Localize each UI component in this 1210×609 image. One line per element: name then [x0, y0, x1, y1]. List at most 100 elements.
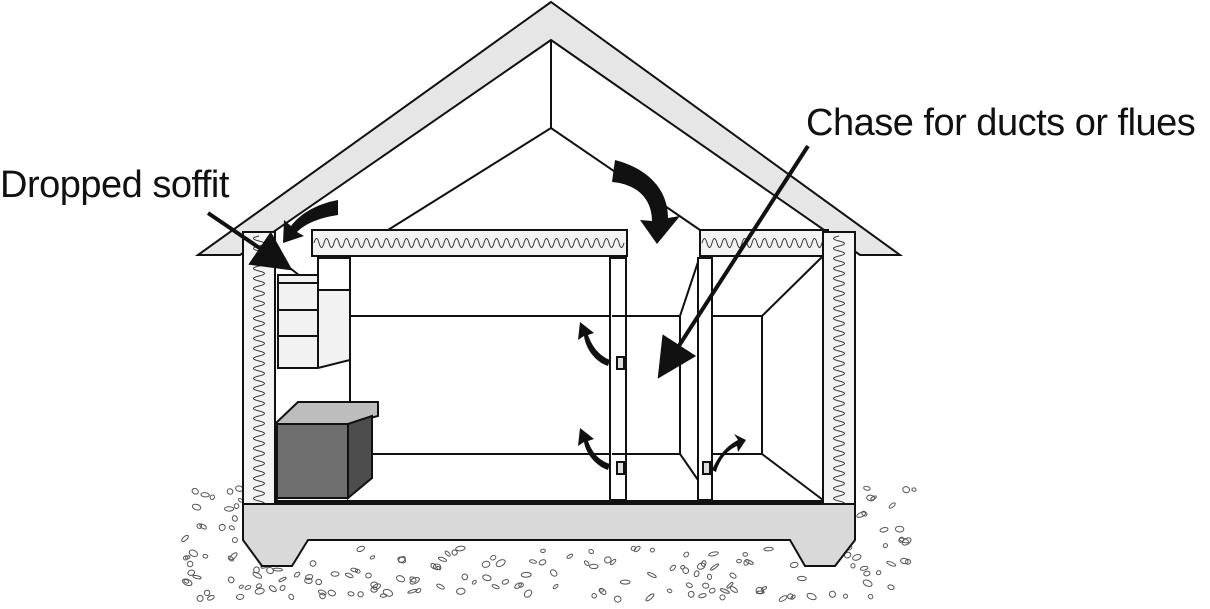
gravel-stone	[228, 525, 235, 531]
gravel-stone	[902, 486, 911, 494]
gravel-stone	[501, 579, 510, 585]
gravel-stone	[227, 555, 235, 562]
gravel-stone	[231, 515, 238, 522]
gravel-stone	[867, 593, 874, 600]
gravel-stone	[455, 545, 466, 552]
gravel-stone	[395, 575, 406, 583]
gravel-stone	[288, 593, 295, 600]
gravel-stone	[700, 560, 707, 567]
gravel-stone	[514, 582, 522, 589]
gravel-stone	[369, 555, 376, 560]
gravel-stone	[894, 525, 905, 533]
gravel-stone	[588, 548, 595, 555]
gravel-stone	[202, 553, 209, 559]
gravel-stone	[436, 583, 445, 590]
gravel-stone	[669, 564, 677, 572]
chase-label: Chase for ducts or flues	[806, 102, 1196, 144]
gravel-stone	[599, 588, 607, 595]
gravel-stone	[317, 589, 327, 596]
gravel-stone	[327, 589, 337, 597]
gravel-stone	[181, 534, 189, 543]
gravel-stone	[797, 575, 807, 582]
gravel-stone	[863, 485, 871, 491]
gravel-stone	[778, 595, 788, 602]
gravel-stone	[481, 560, 491, 568]
gravel-stone	[633, 545, 641, 553]
gravel-stone	[609, 558, 617, 566]
gravel-stone	[203, 589, 211, 597]
gravel-stone	[309, 560, 317, 567]
gravel-stone	[254, 587, 265, 595]
gravel-stone	[850, 563, 856, 569]
gravel-stone	[229, 552, 238, 561]
exterior-walls	[242, 231, 856, 507]
gravel-stone	[188, 549, 199, 558]
gravel-stone	[227, 576, 235, 584]
gravel-stone	[706, 573, 713, 580]
gravel-stone	[743, 559, 750, 566]
gravel-stone	[456, 587, 466, 595]
gravel-stone	[235, 593, 245, 600]
gravel-stone	[763, 546, 774, 552]
gravel-stone	[415, 588, 422, 594]
gravel-stone	[709, 563, 720, 571]
foundation	[242, 503, 856, 567]
gravel-stone	[879, 527, 889, 533]
gravel-stone	[304, 577, 313, 584]
gravel-stone	[702, 582, 710, 589]
gravel-stone	[683, 551, 690, 558]
gravel-stone	[828, 590, 836, 598]
gravel-stone	[196, 594, 204, 602]
gravel-stone	[370, 581, 379, 589]
ceiling-insulation	[311, 229, 833, 257]
gravel-stone	[207, 594, 215, 601]
gravel-stone	[330, 571, 340, 577]
gravel-stone	[518, 582, 524, 588]
gravel-stone	[186, 560, 194, 568]
gravel-stone	[591, 593, 597, 599]
arrow-icon	[612, 160, 680, 244]
gravel-stone	[315, 578, 323, 586]
gravel-stone	[293, 571, 301, 578]
gravel-stone	[491, 584, 500, 590]
gravel-stone	[432, 563, 442, 571]
gravel-stone	[278, 576, 287, 583]
gravel-stone	[461, 573, 469, 581]
gravel-stone	[888, 502, 896, 509]
gravel-stone	[856, 511, 867, 518]
gravel-stone	[552, 583, 559, 590]
gravel-stone	[354, 568, 361, 574]
gravel-stone	[191, 503, 202, 511]
arrow-icon	[712, 434, 746, 472]
gravel-stone	[736, 558, 742, 564]
gravel-stone	[719, 594, 726, 601]
arrow-icon	[578, 322, 610, 366]
gravel-stone	[604, 556, 612, 564]
gravel-stone	[719, 588, 730, 594]
gravel-stone	[687, 590, 695, 598]
gravel-stone	[900, 557, 909, 565]
gravel-stone	[696, 562, 706, 570]
gravel-stone	[347, 591, 355, 597]
gravel-stone	[451, 549, 458, 556]
gravel-stone	[266, 566, 274, 575]
gravel-stone	[224, 506, 235, 512]
gravel-stone	[490, 554, 497, 561]
gravel-stone	[875, 570, 882, 576]
gravel-stone	[357, 591, 364, 598]
gravel-stone	[304, 574, 314, 581]
kitchen-cabinets	[276, 257, 379, 501]
gravel-stone	[693, 570, 700, 578]
gravel-stone	[887, 584, 895, 591]
gravel-stone	[268, 585, 277, 593]
gravel-stone	[430, 562, 437, 570]
gravel-stone	[181, 578, 193, 587]
gravel-stone	[682, 567, 690, 575]
dropped-soffit-label: Dropped soffit	[0, 164, 229, 206]
gravel-stone	[898, 537, 910, 544]
gravel-stone	[196, 523, 203, 529]
gravel-stone	[583, 560, 590, 566]
gravel-stone	[538, 559, 547, 566]
